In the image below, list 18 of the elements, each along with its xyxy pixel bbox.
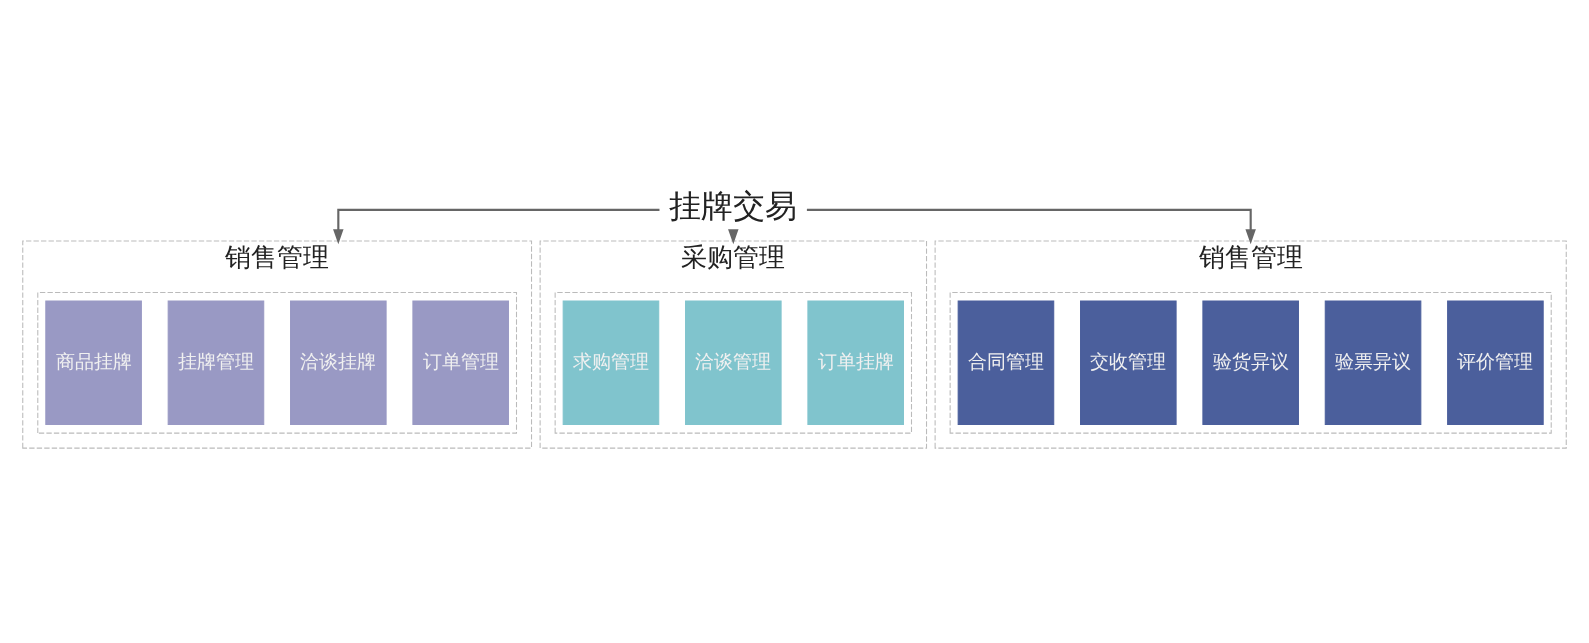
node-box: 洽谈管理	[685, 300, 782, 425]
node-box: 求购管理	[562, 300, 660, 425]
node-box: 订单管理	[412, 300, 509, 425]
node-box: 评价管理	[1447, 300, 1544, 425]
cluster	[949, 291, 1552, 434]
node-box: 订单挂牌	[807, 300, 904, 425]
arrow	[333, 208, 660, 244]
node-box: 合同管理	[957, 300, 1055, 425]
node-box: 洽谈挂牌	[290, 300, 387, 425]
node-box: 验票异议	[1324, 300, 1422, 425]
node-box: 验货异议	[1202, 300, 1299, 425]
cluster	[37, 291, 518, 434]
node-box: 挂牌管理	[167, 300, 265, 425]
node-box: 商品挂牌	[45, 300, 142, 425]
node-box: 交收管理	[1080, 300, 1177, 425]
node-text: 挂牌交易	[669, 186, 798, 225]
arrow	[806, 208, 1256, 244]
cluster	[554, 291, 913, 434]
